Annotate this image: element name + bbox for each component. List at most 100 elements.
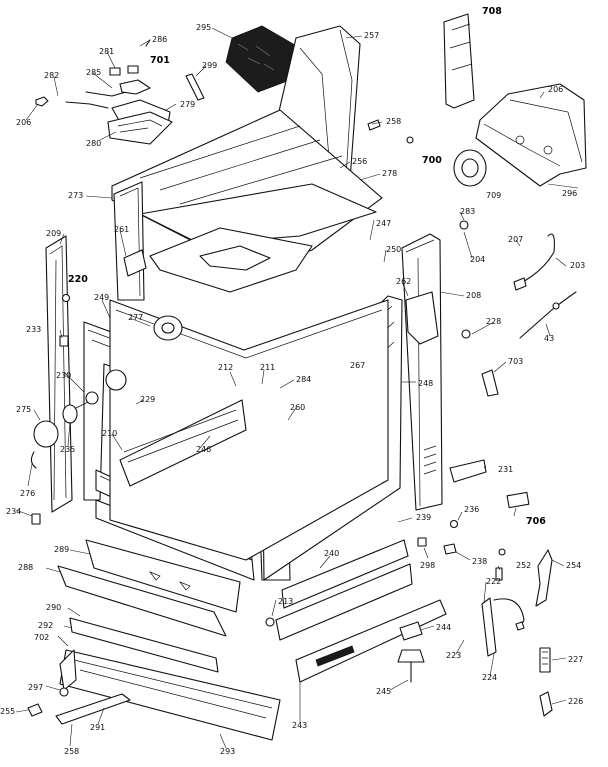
foot-297 — [59, 687, 69, 697]
label-240: 240 — [324, 549, 339, 558]
label-285: 285 — [86, 68, 101, 77]
label-213: 213 — [278, 597, 293, 606]
label-246: 246 — [196, 445, 211, 454]
label-257: 257 — [364, 31, 379, 40]
label-230: 230 — [56, 371, 71, 380]
label-206-left: 206 — [16, 118, 31, 127]
label-207: 207 — [508, 235, 523, 244]
label-280: 280 — [86, 139, 101, 148]
wire-203 — [513, 233, 555, 291]
rear-upright-208 — [401, 233, 443, 511]
bracket-213 — [265, 617, 275, 627]
bracket-261 — [123, 249, 147, 277]
vent-panel-206 — [475, 83, 587, 187]
label-234: 234 — [6, 507, 21, 516]
label-277: 277 — [128, 313, 143, 322]
label-298: 298 — [420, 561, 435, 570]
label-210: 210 — [102, 429, 117, 438]
label-709: 709 — [486, 191, 501, 200]
label-289: 289 — [54, 545, 69, 554]
bracket-254 — [535, 549, 553, 607]
rear-crossbar-258 — [55, 693, 131, 725]
oven-light-275 — [30, 420, 59, 469]
label-247: 247 — [376, 219, 391, 228]
bottom-drawer — [57, 539, 281, 741]
label-211: 211 — [260, 363, 275, 372]
grommet-709 — [453, 149, 487, 187]
label-281: 281 — [99, 47, 114, 56]
label-243: 243 — [292, 721, 307, 730]
label-256: 256 — [352, 157, 367, 166]
label-229: 229 — [140, 395, 155, 404]
label-262: 262 — [396, 277, 411, 286]
label-297: 297 — [28, 683, 43, 692]
label-286: 286 — [152, 35, 167, 44]
label-255: 255 — [0, 707, 15, 716]
label-236: 236 — [464, 505, 479, 514]
label-296: 296 — [562, 189, 577, 198]
clip-226 — [539, 691, 553, 717]
cabinet-top — [111, 109, 383, 293]
label-235: 235 — [60, 445, 75, 454]
label-249: 249 — [94, 293, 109, 302]
panel-262 — [405, 291, 439, 345]
label-231: 231 — [498, 465, 513, 474]
part-233 — [59, 335, 69, 347]
label-284: 284 — [296, 375, 311, 384]
label-252: 252 — [516, 561, 531, 570]
label-227: 227 — [568, 655, 583, 664]
label-276: 276 — [20, 489, 35, 498]
label-295: 295 — [196, 23, 211, 32]
label-261: 261 — [114, 225, 129, 234]
bracket-222 — [481, 597, 525, 657]
label-239: 239 — [416, 513, 431, 522]
label-258-bottom: 258 — [64, 747, 79, 756]
label-708: 708 — [482, 6, 502, 17]
label-204: 204 — [470, 255, 485, 264]
part-703 — [481, 369, 499, 397]
switch-227 — [539, 647, 551, 673]
label-245: 245 — [376, 687, 391, 696]
label-273: 273 — [68, 191, 83, 200]
callout-labels: 286 281 701 285 282 299 279 206 280 295 … — [0, 6, 585, 756]
label-228: 228 — [486, 317, 501, 326]
label-212: 212 — [218, 363, 233, 372]
label-283: 283 — [460, 207, 475, 216]
label-292: 292 — [38, 621, 53, 630]
oven-liner — [109, 299, 389, 561]
label-244: 244 — [436, 623, 451, 632]
label-288: 288 — [18, 563, 33, 572]
label-706: 706 — [526, 516, 546, 527]
label-223: 223 — [446, 651, 461, 660]
label-279: 279 — [180, 100, 195, 109]
label-203: 203 — [570, 261, 585, 270]
top-rail-273 — [113, 181, 145, 301]
label-278: 278 — [382, 169, 397, 178]
front-rail-240 — [275, 539, 413, 641]
label-209: 209 — [46, 229, 61, 238]
vent-duct-708 — [443, 13, 475, 109]
label-250: 250 — [386, 245, 401, 254]
label-282: 282 — [44, 71, 59, 80]
label-254: 254 — [566, 561, 581, 570]
label-220: 220 — [68, 274, 88, 285]
label-299: 299 — [202, 61, 217, 70]
part-231 — [449, 459, 487, 483]
label-233: 233 — [26, 325, 41, 334]
label-238: 238 — [472, 557, 487, 566]
small-fasteners — [367, 119, 506, 556]
label-291: 291 — [90, 723, 105, 732]
label-258-top: 258 — [386, 117, 401, 126]
clip-234 — [31, 513, 41, 525]
label-702: 702 — [34, 633, 49, 642]
label-700: 700 — [422, 155, 442, 166]
label-267: 267 — [350, 361, 365, 370]
latch-244 — [399, 621, 423, 641]
label-224: 224 — [482, 673, 497, 682]
label-290: 290 — [46, 603, 61, 612]
label-275: 275 — [16, 405, 31, 414]
label-226: 226 — [568, 697, 583, 706]
label-222: 222 — [486, 577, 501, 586]
label-206-right: 206 — [548, 85, 563, 94]
